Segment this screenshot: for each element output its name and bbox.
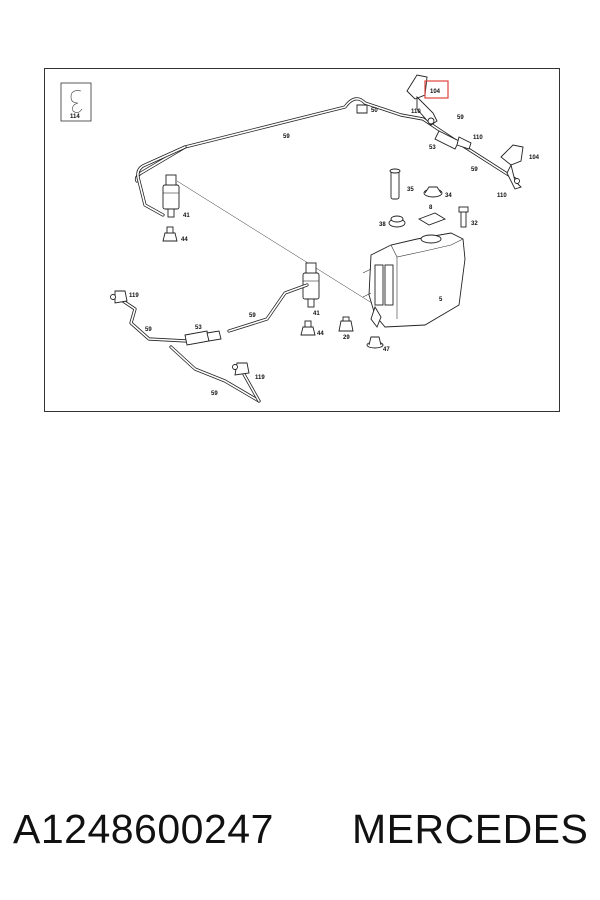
fill-parts: 35 34 8 38 32	[379, 168, 478, 228]
svg-text:110: 110	[411, 109, 421, 115]
svg-text:35: 35	[407, 187, 414, 193]
svg-text:104: 104	[529, 155, 540, 161]
highlight-box	[424, 80, 449, 99]
svg-text:59: 59	[283, 134, 290, 140]
hose-59-mid	[227, 283, 309, 333]
connection-line	[176, 180, 376, 306]
hose-clip-50	[356, 104, 368, 114]
svg-text:38: 38	[379, 222, 386, 228]
valve-53-top: 53	[429, 130, 472, 151]
svg-text:47: 47	[383, 347, 390, 353]
pump-41-mid: 41 44	[300, 262, 324, 337]
legend-box: 114	[60, 82, 92, 122]
nozzle-104-top: 104	[406, 74, 449, 126]
svg-text:44: 44	[317, 331, 324, 337]
svg-text:59: 59	[457, 115, 464, 121]
part-number: A1248600247	[13, 806, 274, 852]
hose-clip-icon	[70, 90, 83, 113]
svg-text:59: 59	[471, 167, 478, 173]
svg-text:59: 59	[211, 391, 218, 397]
label-104-highlighted: 104	[430, 89, 441, 95]
svg-text:8: 8	[429, 205, 433, 211]
svg-text:5: 5	[439, 297, 443, 303]
brand-name: MERCEDES	[352, 806, 589, 852]
svg-text:50: 50	[371, 108, 378, 114]
svg-text:44: 44	[181, 237, 188, 243]
svg-text:59: 59	[145, 327, 152, 333]
valve-53-bottom: 53	[184, 325, 222, 346]
hose-59-top	[134, 97, 517, 217]
svg-text:110: 110	[497, 193, 507, 199]
svg-text:110: 110	[473, 135, 483, 141]
svg-text:41: 41	[313, 311, 320, 317]
svg-text:119: 119	[129, 293, 139, 299]
svg-text:53: 53	[429, 145, 436, 151]
svg-text:59: 59	[249, 313, 256, 319]
nozzle-104-right: 104	[500, 144, 540, 190]
parts-diagram: 114 104 53 104 41 44	[44, 68, 560, 412]
hose-left-network: 119 59 119 59	[110, 290, 265, 403]
svg-text:53: 53	[195, 325, 202, 331]
fasteners: 29 47	[338, 316, 390, 353]
svg-text:41: 41	[183, 213, 190, 219]
washer-system-drawing: 114 104 53 104 41 44	[60, 74, 540, 403]
pump-41-left: 41 44	[162, 174, 190, 243]
reservoir-tank-5: 5	[362, 232, 466, 328]
svg-text:119: 119	[255, 375, 265, 381]
svg-text:32: 32	[471, 221, 478, 227]
svg-text:29: 29	[343, 335, 350, 341]
legend-code: 114	[70, 114, 80, 120]
svg-text:34: 34	[445, 193, 452, 199]
